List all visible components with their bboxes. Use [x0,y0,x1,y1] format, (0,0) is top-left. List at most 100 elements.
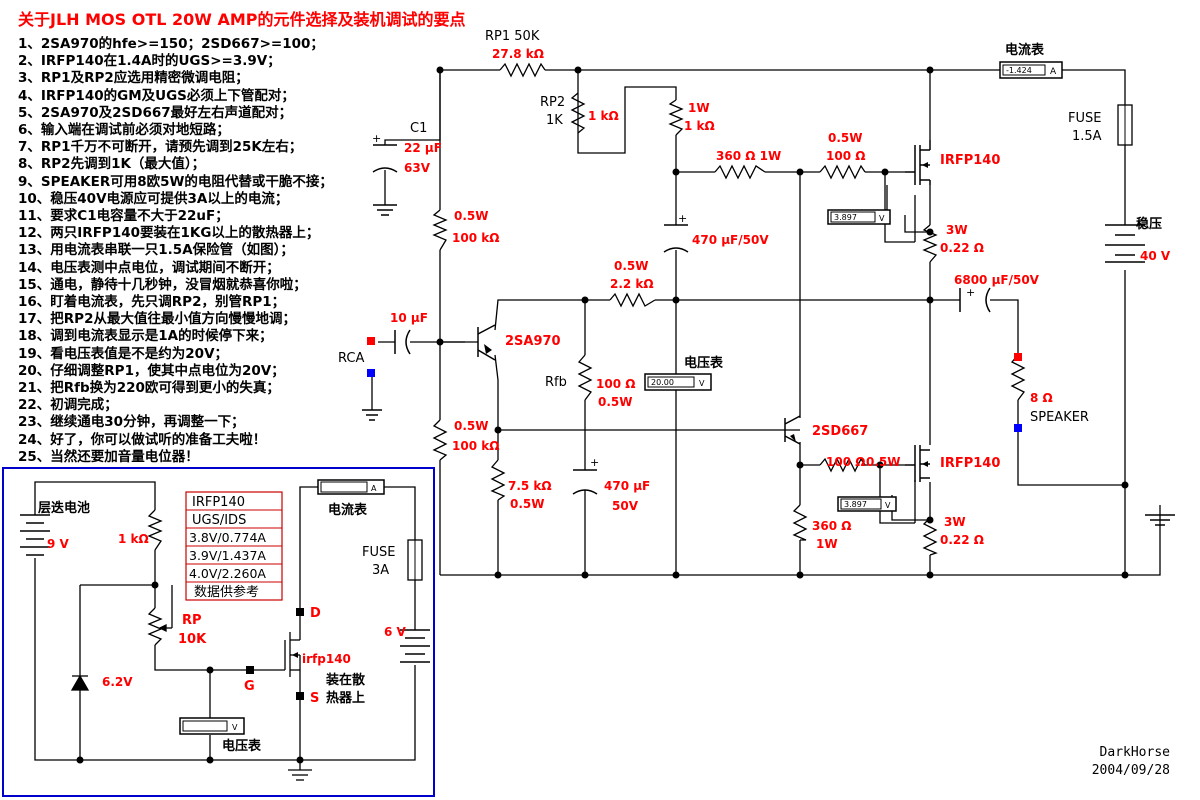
svg-text:V: V [885,501,891,510]
rp1-resistor [499,62,546,78]
test-voltmeter: V [179,717,245,735]
transistors [477,140,931,482]
speaker-label: SPEAKER [1030,410,1089,425]
rca-ground-terminal [367,369,375,377]
svg-text:100 Ω: 100 Ω [826,149,865,163]
svg-text:0.5W: 0.5W [614,259,649,273]
speaker-plus-terminal [1014,353,1022,361]
svg-text:+: + [966,286,975,299]
svg-text:470 µF/50V: 470 µF/50V [692,233,769,247]
svg-text:A: A [371,484,377,493]
resistors [432,62,1026,556]
rca-label: RCA [338,351,364,366]
list-item: 23、继续通电30分钟，再调整一下； [18,414,245,431]
rp2-resistor [570,92,586,134]
d-terminal [296,608,304,616]
speaker-resistor [1010,354,1026,401]
svg-text:FUSE: FUSE [362,545,395,560]
svg-text:100 kΩ: 100 kΩ [452,231,499,245]
table-row: 数据供参考 [194,584,259,600]
list-item: 14、电压表测中点电位，调试期间不断开； [18,259,280,276]
cap-plus-signs: + + + + [372,132,975,469]
table-row: UGS/IDS [192,513,246,528]
svg-text:1W: 1W [688,101,710,115]
rp2-value: 1 kΩ [588,109,619,123]
r-360-top-resistor [714,164,766,180]
svg-text:50V: 50V [612,499,639,513]
r-100-bot-resistor [819,457,866,473]
svg-text:V: V [232,723,238,732]
rp1-name: RP1 50K [485,29,540,44]
r-100-top-resistor [819,164,866,180]
svg-text:7.5 kΩ: 7.5 kΩ [508,479,552,493]
list-item: 6、输入端在调试前必须对地短路； [18,122,230,139]
svg-text:0.22 Ω: 0.22 Ω [940,241,984,255]
list-item: 7、RP1千万不可断开，请预先调到25K左右； [18,139,303,156]
rp2-name: RP2 [540,95,565,110]
r-22k-resistor [609,292,656,308]
signature-author: DarkHorse [1099,745,1170,760]
svg-text:1 kΩ: 1 kΩ [684,119,715,133]
list-item: 16、盯着电流表，先只调RP2，别管RP1； [18,294,286,311]
q-pnp-label: 2SA970 [505,334,561,349]
signature-date: 2004/09/28 [1091,763,1170,778]
battery-label: 层迭电池 [38,500,90,516]
svg-text:+: + [678,212,687,225]
r-022-bot-resistor [922,517,938,556]
svg-text:0.5W: 0.5W [454,209,489,223]
svg-text:1W: 1W [816,537,838,551]
voltmeter-mid: 20.00 V [644,373,712,391]
svg-text:装在散: 装在散 [325,672,366,688]
test-components [20,509,430,781]
zener-value: 6.2V [102,675,133,689]
ammeter-main: -1.424 A [999,61,1063,79]
q-npn-label: 2SD667 [812,424,868,439]
svg-text:360 Ω: 360 Ω [812,519,851,533]
list-item: 18、调到电流表显示是1A的时候停下来； [18,328,273,345]
supply-label: 稳压 [1136,216,1162,232]
list-item: 9、SPEAKER可用8欧5W的电阻代替或干脆不接； [18,173,333,190]
svg-text:S: S [310,691,319,706]
list-item: 1、2SA970的hfe>=150；2SD667>=100； [18,36,324,52]
list-item: 11、要求C1电容量不大于22uF； [18,208,229,225]
svg-text:+: + [590,456,599,469]
list-item: 24、好了，你可以做试听的准备工夫啦！ [18,431,267,448]
rp1-value: 27.8 kΩ [492,47,544,61]
table-row: IRFP140 [192,495,245,510]
list-item: 5、2SA970及2SD667最好左右声道配对； [18,104,293,121]
svg-text:470 µF: 470 µF [604,479,650,493]
svg-text:100 Ω: 100 Ω [826,455,865,469]
svg-text:0.5W: 0.5W [866,455,901,469]
main-labels: RP1 50K 27.8 kΩ RP2 1K 1 kΩ C1 22 µF 63V… [338,29,1171,551]
svg-text:+: + [372,132,381,145]
c1-name: C1 [410,121,427,136]
svg-text:G: G [244,679,255,694]
r-022-top-resistor [922,224,938,263]
r-75k-resistor [490,459,506,501]
svg-text:100 Ω: 100 Ω [596,377,635,391]
voltmeter-bottom: 3.897 V [837,496,897,512]
list-item: 12、两只IRFP140要装在1KG以上的散热器上； [18,225,320,242]
rfb-resistor [577,354,593,401]
svg-text:100 kΩ: 100 kΩ [452,439,499,453]
q-bot-label: IRFP140 [940,456,1000,471]
svg-text:Rfb: Rfb [545,375,567,390]
svg-text:0.5W: 0.5W [510,497,545,511]
page-title: 关于JLH MOS OTL 20W AMP的元件选择及装机调试的要点 [18,10,466,29]
transistor-arrows [484,162,928,467]
supply-value: 40 V [1140,249,1171,263]
svg-text:V: V [699,379,705,388]
c1-value: 22 µF [404,141,442,155]
test-q-label: irfp140 [302,652,351,666]
rca-input-terminal [367,337,375,345]
list-item: 19、看电压表值是不是约为20V； [18,345,229,362]
svg-text:2.2 kΩ: 2.2 kΩ [610,277,654,291]
ugs-table: IRFP140 UGS/IDS 3.8V/0.774A 3.9V/1.437A … [185,491,283,601]
ammeter-main-unit: A [1050,67,1057,77]
list-item: 21、把Rfb换为220欧可得到更小的失真； [18,380,280,397]
svg-text:1.5A: 1.5A [1072,129,1102,144]
svg-text:10 µF: 10 µF [390,311,428,325]
r-360-bot-resistor [792,504,808,541]
list-item: 15、通电，静待十几秒钟，没冒烟就恭喜你啦； [18,276,307,293]
